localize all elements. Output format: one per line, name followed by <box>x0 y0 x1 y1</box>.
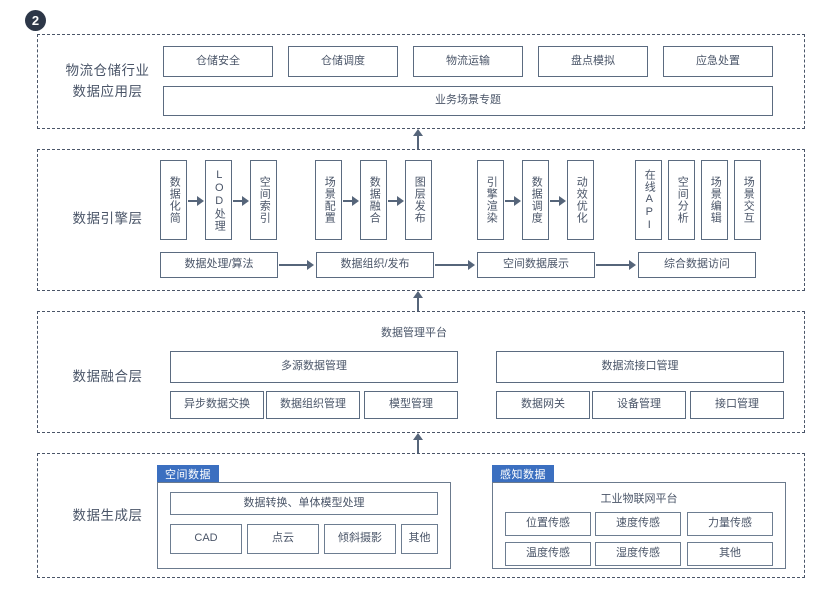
app-wide-bar-business-scenarios[interactable]: 业务场景专题 <box>163 86 773 116</box>
engine-summary-data-processing[interactable]: 数据处理/算法 <box>160 252 278 278</box>
generation-item-speed-sensor[interactable]: 速度传感 <box>595 512 681 536</box>
engine-box-scene-editing[interactable]: 场景编辑 <box>701 160 728 240</box>
generation-item-oblique-photography[interactable]: 倾斜摄影 <box>324 524 396 554</box>
app-box-logistics-transport[interactable]: 物流运输 <box>413 46 523 77</box>
engine-box-layer-publish[interactable]: 图层发布 <box>405 160 432 240</box>
fusion-platform-label: 数据管理平台 <box>381 327 447 339</box>
engine-box-scene-config[interactable]: 场景配置 <box>315 160 342 240</box>
arrow-fusion-to-engine <box>413 291 423 311</box>
fusion-item-model-management[interactable]: 模型管理 <box>364 391 458 419</box>
arrow-render-to-scheduling <box>505 196 521 206</box>
arrow-scene-config-to-data-fusion <box>343 196 359 206</box>
app-box-warehouse-safety[interactable]: 仓储安全 <box>163 46 273 77</box>
generation-item-point-cloud[interactable]: 点云 <box>247 524 319 554</box>
arrow-lod-to-spatial-index <box>233 196 249 206</box>
generation-item-other-spatial[interactable]: 其他 <box>401 524 438 554</box>
generation-iot-platform-label: 工业物联网平台 <box>600 493 678 505</box>
engine-box-data-simplification[interactable]: 数据化简 <box>160 160 187 240</box>
arrow-processing-to-organization <box>279 260 315 270</box>
layer-engine-label: 数据引擎层 <box>72 211 143 226</box>
arrow-data-fusion-to-layer-publish <box>388 196 404 206</box>
arrow-display-to-access <box>596 260 637 270</box>
engine-box-spatial-index[interactable]: 空间索引 <box>250 160 277 240</box>
generation-header-data-conversion[interactable]: 数据转换、单体模型处理 <box>170 492 438 515</box>
engine-box-scene-interaction[interactable]: 场景交互 <box>734 160 761 240</box>
layer-application-label: 物流仓储行业 数据应用层 <box>65 63 150 99</box>
engine-box-engine-render[interactable]: 引擎渲染 <box>477 160 504 240</box>
fusion-header-data-stream-interface-management[interactable]: 数据流接口管理 <box>496 351 784 383</box>
generation-item-force-sensor[interactable]: 力量传感 <box>687 512 773 536</box>
generation-item-temperature-sensor[interactable]: 温度传感 <box>505 542 591 566</box>
generation-item-cad[interactable]: CAD <box>170 524 242 554</box>
figure-number-badge: 2 <box>25 10 46 31</box>
generation-item-other-sensing[interactable]: 其他 <box>687 542 773 566</box>
engine-box-animation-optimization[interactable]: 动效优化 <box>567 160 594 240</box>
arrow-generation-to-fusion <box>413 433 423 453</box>
arrow-simplification-to-lod <box>188 196 204 206</box>
arrow-scheduling-to-animation-optimization <box>550 196 566 206</box>
arrow-engine-to-application <box>413 129 423 149</box>
generation-tab-sensing-data[interactable]: 感知数据 <box>492 465 554 482</box>
fusion-item-data-gateway[interactable]: 数据网关 <box>496 391 590 419</box>
fusion-item-async-data-exchange[interactable]: 异步数据交换 <box>170 391 264 419</box>
engine-box-lod-processing[interactable]: LOD处理 <box>205 160 232 240</box>
app-box-emergency-response[interactable]: 应急处置 <box>663 46 773 77</box>
engine-summary-data-organization[interactable]: 数据组织/发布 <box>316 252 434 278</box>
fusion-item-data-organization-management[interactable]: 数据组织管理 <box>266 391 360 419</box>
engine-summary-integrated-access[interactable]: 综合数据访问 <box>638 252 756 278</box>
fusion-header-multisource-data-management[interactable]: 多源数据管理 <box>170 351 458 383</box>
fusion-item-device-management[interactable]: 设备管理 <box>592 391 686 419</box>
layer-fusion-label: 数据融合层 <box>72 369 143 384</box>
engine-box-online-api[interactable]: 在线API <box>635 160 662 240</box>
generation-tab-spatial-data[interactable]: 空间数据 <box>157 465 219 482</box>
engine-box-data-scheduling[interactable]: 数据调度 <box>522 160 549 240</box>
generation-item-position-sensor[interactable]: 位置传感 <box>505 512 591 536</box>
generation-item-humidity-sensor[interactable]: 湿度传感 <box>595 542 681 566</box>
engine-box-spatial-analysis[interactable]: 空间分析 <box>668 160 695 240</box>
engine-summary-spatial-display[interactable]: 空间数据展示 <box>477 252 595 278</box>
app-box-warehouse-dispatch[interactable]: 仓储调度 <box>288 46 398 77</box>
engine-box-data-fusion[interactable]: 数据融合 <box>360 160 387 240</box>
app-box-inventory-simulation[interactable]: 盘点模拟 <box>538 46 648 77</box>
fusion-item-interface-management[interactable]: 接口管理 <box>690 391 784 419</box>
arrow-organization-to-display <box>435 260 476 270</box>
layer-generation-label: 数据生成层 <box>72 508 143 523</box>
